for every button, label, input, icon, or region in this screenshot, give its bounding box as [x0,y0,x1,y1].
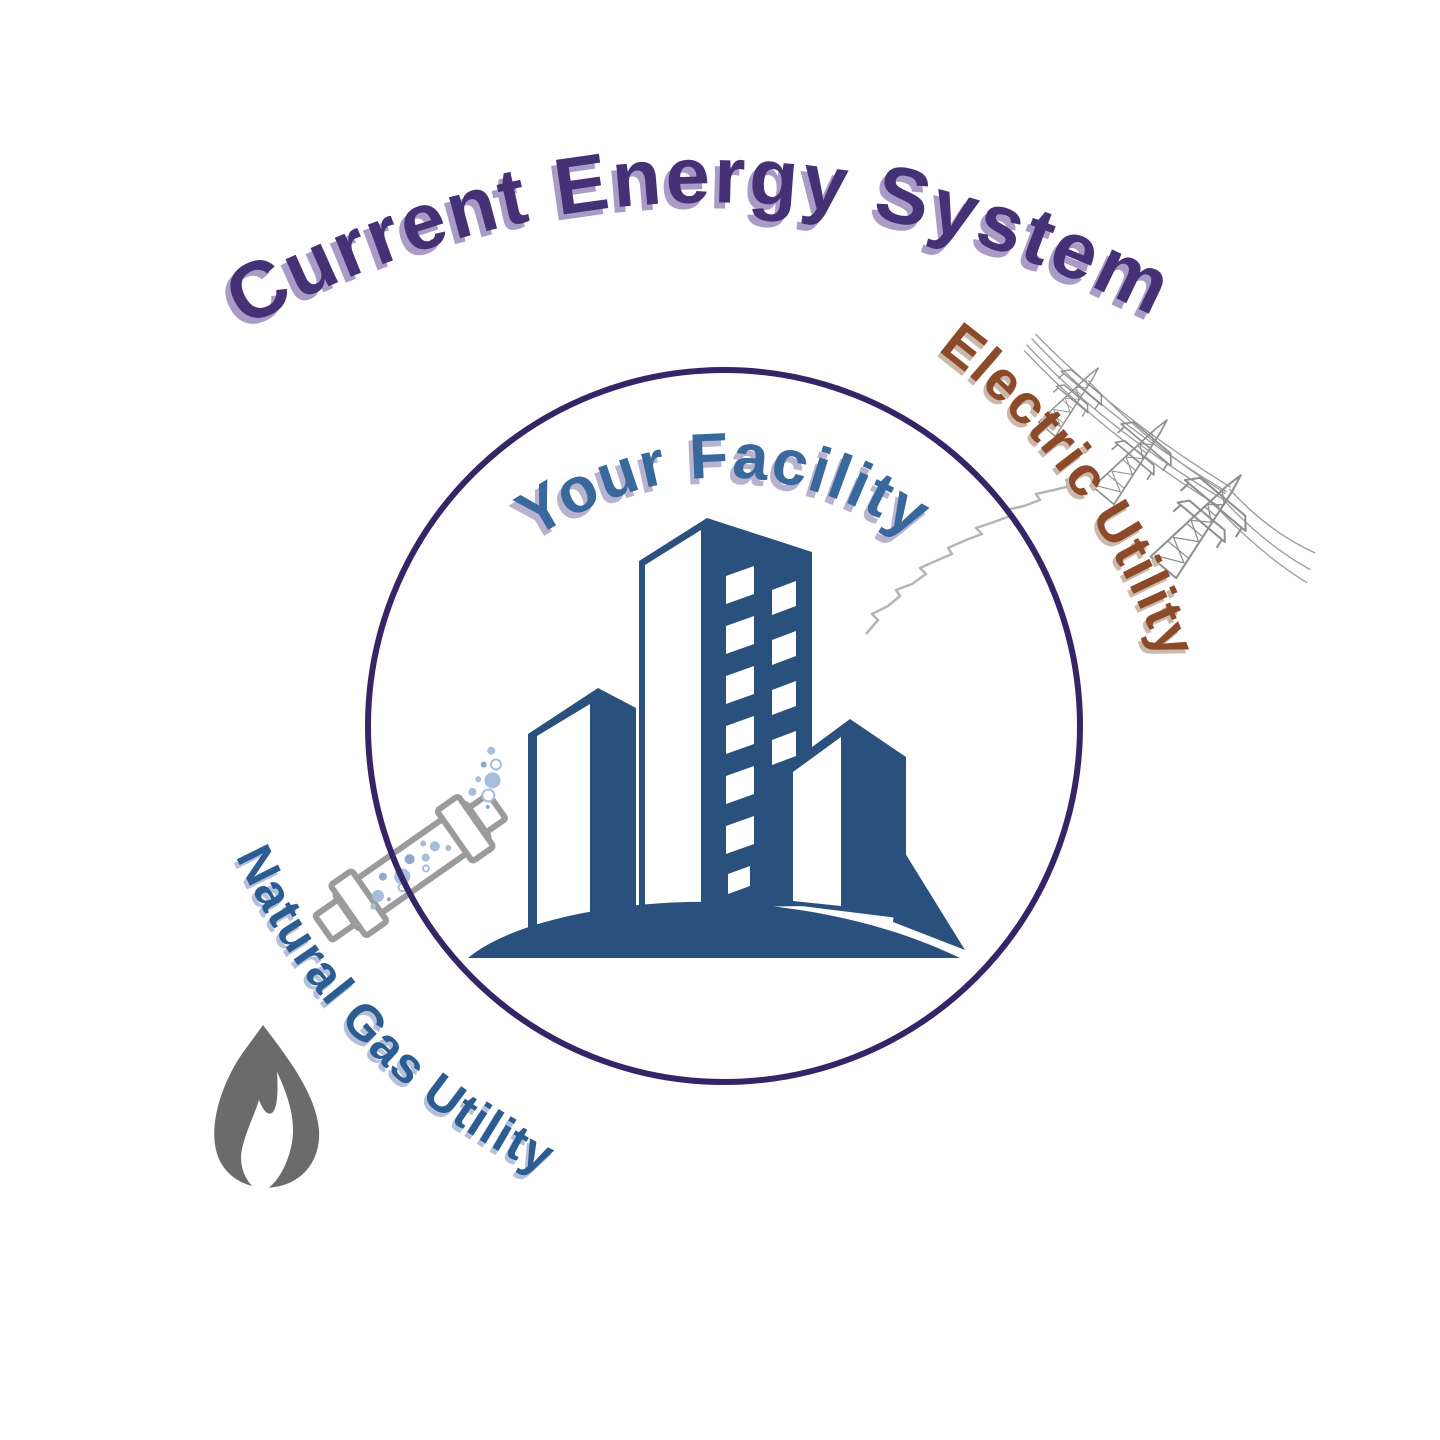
transmission-towers-icon [1023,333,1316,594]
gas-pipeline-icon [312,746,509,943]
svg-text:Current Energy System: Current Energy System [212,130,1187,342]
wire-squiggle [865,469,1093,635]
gas-flame-icon [214,1025,320,1192]
svg-text:Electric Utility: Electric Utility [930,310,1210,666]
facility-circle [365,367,1083,1085]
page-title: Current Energy System Current Energy Sys… [207,130,1187,348]
office-buildings-icon [468,518,965,958]
electric-utility-label-text: Electric Utility [930,310,1209,666]
page-title-text: Current Energy System [212,130,1184,342]
electric-utility-label: Electric Utility Electric Utility [927,310,1210,670]
